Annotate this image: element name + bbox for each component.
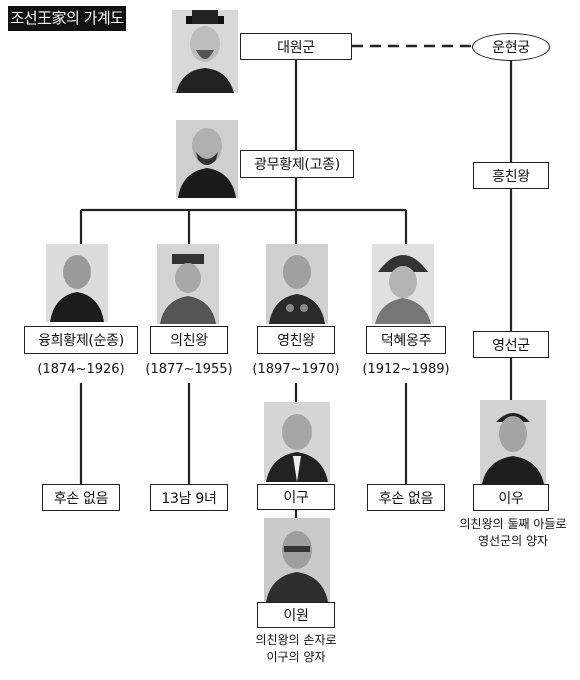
years-yeongchinwang: (1897~1970) [252, 362, 340, 377]
node-iu: 이우 [473, 484, 549, 511]
years-deokhye: (1912~1989) [362, 362, 450, 377]
portrait-gwangmu [176, 120, 238, 198]
node-yunghui: 융희황제(순종) [24, 326, 138, 354]
node-gwangmu: 광무황제(고종) [240, 150, 354, 178]
node-heungchinwang: 흥친왕 [473, 162, 549, 189]
portrait-uichinwang [157, 244, 219, 324]
note-iwon-line1: 의친왕의 손자로 [255, 633, 337, 647]
outcome-yunghui: 후손 없음 [42, 484, 120, 511]
portrait-yunghui [46, 244, 108, 322]
portrait-yeongchinwang [266, 244, 328, 324]
portrait-iwon [264, 518, 330, 602]
node-iwon: 이원 [257, 602, 335, 628]
node-uichinwang: 의친왕 [150, 326, 228, 354]
note-iwon: 의친왕의 손자로 이구의 양자 [236, 632, 356, 666]
portrait-igu [264, 402, 330, 482]
node-daewongun: 대원군 [240, 33, 352, 60]
outcome-uichinwang: 13남 9녀 [150, 484, 228, 511]
note-iu: 의친왕의 둘째 아들로 영선군의 양자 [452, 516, 574, 550]
node-igu: 이구 [257, 484, 335, 510]
note-iu-line1: 의친왕의 둘째 아들로 [459, 517, 567, 531]
diagram-title: 조선王家의 가계도 [8, 6, 126, 31]
portrait-daewongun [172, 10, 238, 93]
node-deokhye: 덕혜옹주 [366, 326, 446, 354]
portrait-deokhye [372, 244, 434, 324]
note-iu-line2: 영선군의 양자 [477, 534, 549, 548]
outcome-deokhye: 후손 없음 [367, 484, 445, 511]
portrait-iu [480, 400, 546, 484]
node-unhyeongung: 운현궁 [472, 33, 550, 61]
years-yunghui: (1874~1926) [37, 362, 125, 377]
node-yeongseongun: 영선군 [473, 331, 549, 358]
node-yeongchinwang: 영친왕 [257, 326, 335, 354]
years-uichinwang: (1877~1955) [145, 362, 233, 377]
note-iwon-line2: 이구의 양자 [266, 650, 326, 664]
